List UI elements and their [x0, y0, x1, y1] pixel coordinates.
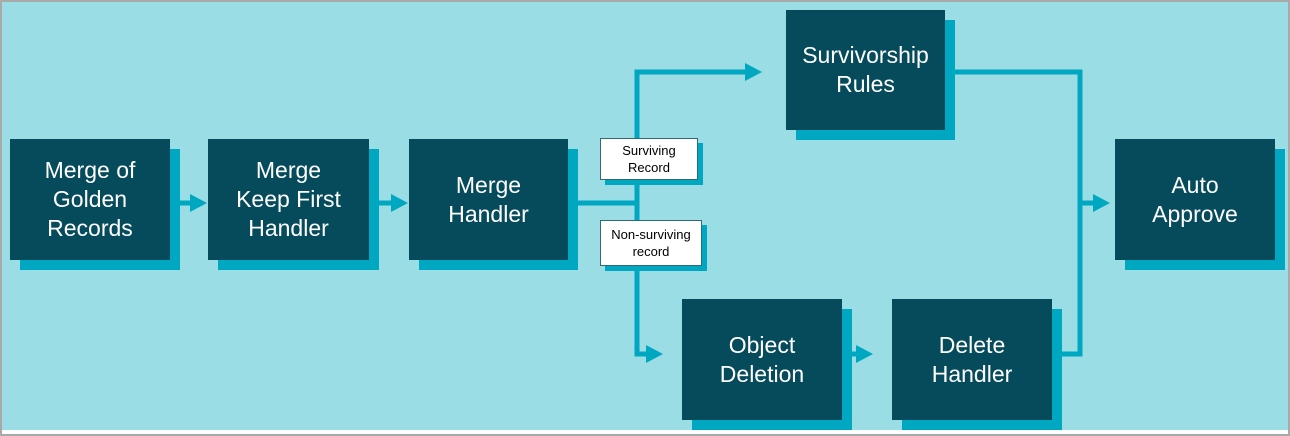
node-object-deletion: Object Deletion	[682, 299, 842, 420]
node-survivorship-rules: Survivorship Rules	[786, 10, 945, 130]
edge-merge-trunk	[950, 69, 1083, 357]
node-merge-of-golden-records: Merge of Golden Records	[10, 139, 170, 260]
bottom-white-strip	[2, 430, 1288, 434]
arrowhead-autoapprove	[1093, 194, 1110, 212]
arrowhead-survivorship	[745, 63, 762, 81]
node-auto-approve: Auto Approve	[1115, 139, 1275, 260]
edge-trunk-split	[634, 69, 745, 357]
arrowhead-mergehandler	[391, 194, 408, 212]
arrowhead-objectdeletion	[646, 345, 663, 363]
edge-label-surviving-record: Surviving Record	[600, 138, 698, 180]
node-merge-handler: Merge Handler	[409, 139, 568, 260]
node-delete-handler: Delete Handler	[892, 299, 1052, 420]
node-merge-keep-first-handler: Merge Keep First Handler	[208, 139, 369, 260]
arrowhead-deletehandler	[856, 345, 873, 363]
edge-label-non-surviving-record: Non-surviving record	[600, 220, 702, 266]
arrowhead-keepfirst	[190, 194, 207, 212]
